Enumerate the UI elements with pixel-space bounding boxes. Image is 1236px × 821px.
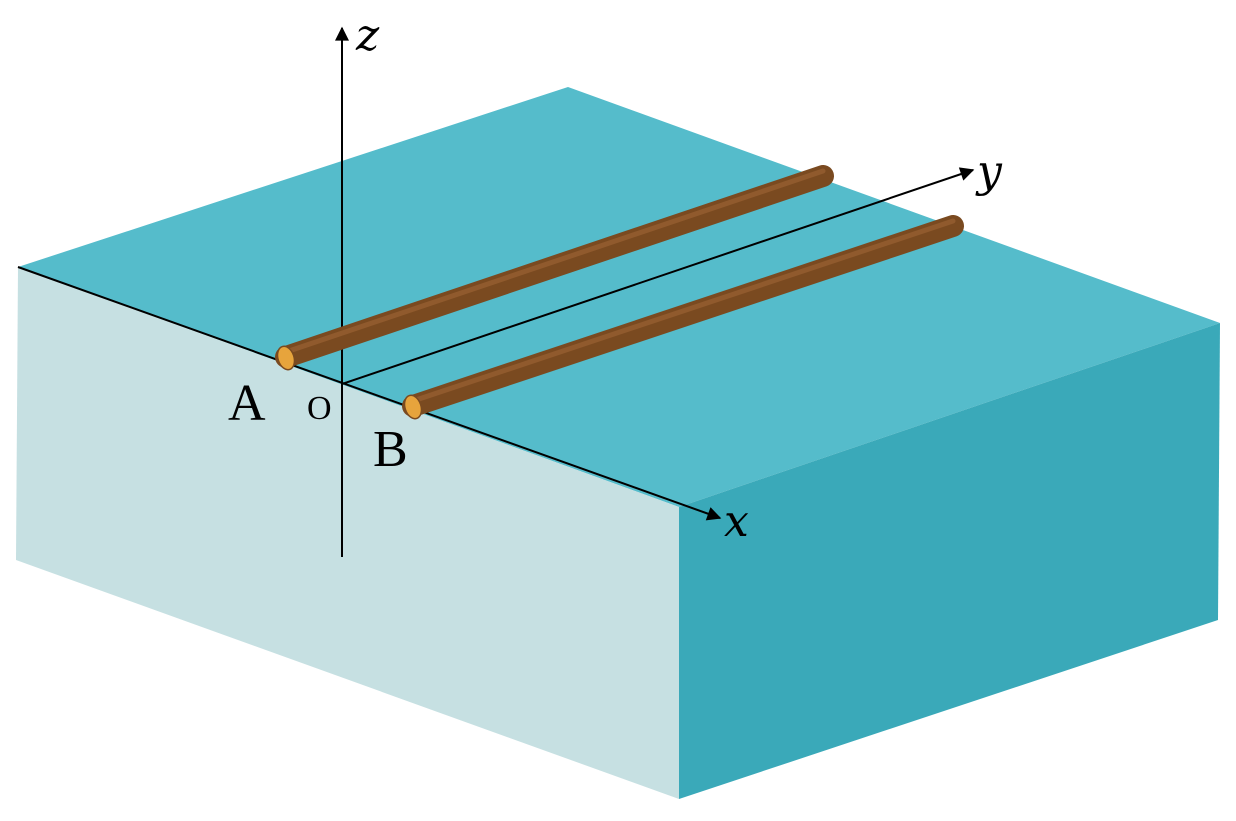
rod-b [402, 215, 964, 420]
rod-a-body [275, 165, 834, 368]
x-axis-label: x [724, 496, 749, 547]
rod-b-highlight [410, 218, 956, 404]
slab-right-face [679, 323, 1220, 799]
rod-b-body [402, 215, 964, 417]
point-a-label: A [228, 375, 266, 432]
x-axis-line [17, 266, 722, 521]
slab-front-face [16, 267, 679, 799]
y-axis-line [341, 167, 975, 385]
rod-a-end-cap [276, 345, 296, 371]
point-b-label: B [373, 421, 408, 478]
rod-a-highlight [283, 168, 826, 355]
z-axis-label: z [355, 10, 380, 61]
slab-top-face [18, 87, 1220, 507]
y-axis-label: y [975, 146, 1003, 197]
origin-label: O [307, 390, 332, 427]
rod-a [275, 165, 834, 371]
rod-b-end-cap [403, 394, 423, 420]
